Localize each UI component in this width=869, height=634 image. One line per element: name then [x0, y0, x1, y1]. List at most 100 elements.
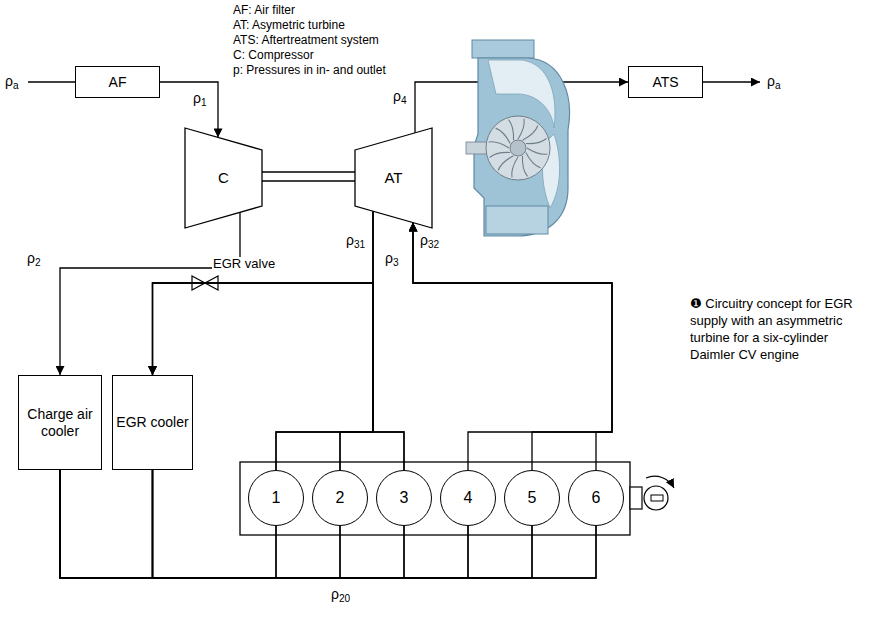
- node-label: Charge air cooler: [19, 406, 101, 438]
- pressure-index: a: [775, 80, 781, 91]
- cylinder-circle: 5: [504, 470, 560, 526]
- aftertreatment-box: ATS: [628, 66, 703, 98]
- pipe-connector: [413, 223, 612, 470]
- pressure-symbol: ρ: [420, 232, 428, 248]
- compressor-symbol: C: [185, 128, 262, 228]
- abbreviation-note: p: Pressures in in- and outlet: [232, 64, 387, 78]
- cylinder-circle: 6: [568, 470, 624, 526]
- pipe-connector: [340, 211, 373, 470]
- pressure-index: 2: [35, 257, 41, 268]
- blade-stroke: [496, 128, 511, 143]
- pipe-connector: [153, 470, 341, 578]
- pressure-label: ρa: [4, 73, 20, 89]
- turbine-flange: [472, 40, 534, 58]
- pressure-label: ρa: [766, 73, 782, 89]
- pipe-connector: [60, 470, 596, 578]
- node-label: C: [216, 169, 231, 186]
- trapezoid-shape: [355, 128, 432, 228]
- node-label: 3: [398, 489, 411, 507]
- blade-stroke: [508, 120, 513, 141]
- pipe-connector: [60, 470, 276, 578]
- wheel-blades: [489, 119, 548, 178]
- pressure-index: 32: [428, 239, 439, 250]
- blade-stroke: [527, 148, 547, 154]
- pressure-label: ρ20: [330, 586, 351, 602]
- node-label: EGR cooler: [114, 414, 190, 430]
- node-label: 4: [462, 489, 475, 507]
- blade-stroke: [523, 126, 538, 141]
- pipe-connector: [60, 470, 340, 578]
- pressure-index: 3: [393, 257, 399, 268]
- wheel-hub: [510, 140, 526, 156]
- pressure-index: a: [13, 80, 19, 91]
- pipe-connector: [153, 470, 597, 578]
- pressure-label: ρ32: [419, 232, 440, 248]
- node-label: 2: [334, 489, 347, 507]
- pipe-connector: [60, 470, 468, 578]
- pressure-index: 20: [339, 593, 350, 604]
- turbine-housing: [474, 58, 569, 236]
- blade-stroke: [498, 156, 513, 171]
- shaft-line: [262, 180, 355, 181]
- pipe-connector: [60, 470, 404, 578]
- pressure-symbol: ρ: [346, 232, 354, 248]
- pipe-connector: [153, 470, 469, 578]
- turbine-outlet: [486, 206, 548, 234]
- pressure-label: ρ1: [192, 90, 208, 106]
- node-label: AT: [382, 169, 404, 186]
- cylinder-circle: 4: [440, 470, 496, 526]
- node-label: ATS: [650, 74, 680, 90]
- pipe-connector: [60, 470, 532, 578]
- outlet-line: [703, 81, 760, 82]
- blade-stroke: [526, 153, 541, 168]
- blade-stroke: [522, 156, 527, 177]
- pressure-symbol: ρ: [27, 250, 35, 266]
- filter-box: AF: [75, 66, 160, 98]
- pipe-connector: [153, 470, 405, 578]
- pipe-connector: [373, 211, 404, 470]
- crankshaft-end: [630, 487, 642, 509]
- abbreviation-note: ATS: Aftertreatment system: [232, 34, 380, 48]
- figure-caption: ❶ Circuitry concept for EGR supply with …: [690, 296, 862, 364]
- blade-stroke: [489, 142, 509, 148]
- pipe-connector: [413, 223, 612, 470]
- rotation-arrow: [646, 476, 674, 488]
- pipe-connector: [276, 211, 373, 470]
- engine-block: [240, 462, 630, 535]
- abbreviation-note: AT: Asymetric turbine: [232, 19, 346, 33]
- turbine-wheel: [486, 116, 550, 180]
- shaft-line: [262, 171, 355, 172]
- abbreviation-note: AF: Air filter: [232, 4, 296, 18]
- flywheel-symbol: [644, 486, 668, 510]
- node-label: AF: [107, 74, 129, 90]
- pressure-symbol: ρ: [5, 73, 13, 89]
- pressure-symbol: ρ: [393, 88, 401, 104]
- cylinder-circle: 3: [376, 470, 432, 526]
- pressure-symbol: ρ: [331, 586, 339, 602]
- trapezoid-shape: [185, 128, 262, 228]
- blade-stroke: [526, 138, 547, 143]
- pressure-index: 31: [354, 239, 365, 250]
- valve-label: EGR valve: [212, 257, 276, 272]
- node-label: 6: [590, 489, 603, 507]
- pressure-index: 4: [401, 95, 407, 106]
- blade-stroke: [512, 157, 518, 177]
- pressure-label: ρ31: [345, 232, 366, 248]
- blade-stroke: [518, 119, 524, 139]
- blade-stroke: [490, 152, 511, 157]
- pressure-label: ρ4: [392, 88, 408, 104]
- cooler-box: EGR cooler: [112, 375, 193, 470]
- pressure-label: ρ2: [26, 250, 42, 266]
- node-label: 1: [270, 489, 283, 507]
- turbine-symbol: AT: [355, 128, 432, 228]
- node-label: 5: [526, 489, 539, 507]
- pressure-label: ρ3: [384, 250, 400, 266]
- cylinder-circle: 2: [312, 470, 368, 526]
- pipe-connector: [60, 212, 240, 375]
- cooler-box: Charge air cooler: [18, 375, 102, 470]
- pipe-connector: [413, 223, 612, 470]
- inlet-line: [28, 81, 75, 82]
- pressure-symbol: ρ: [767, 73, 775, 89]
- abbreviation-note: C: Compressor: [232, 49, 315, 63]
